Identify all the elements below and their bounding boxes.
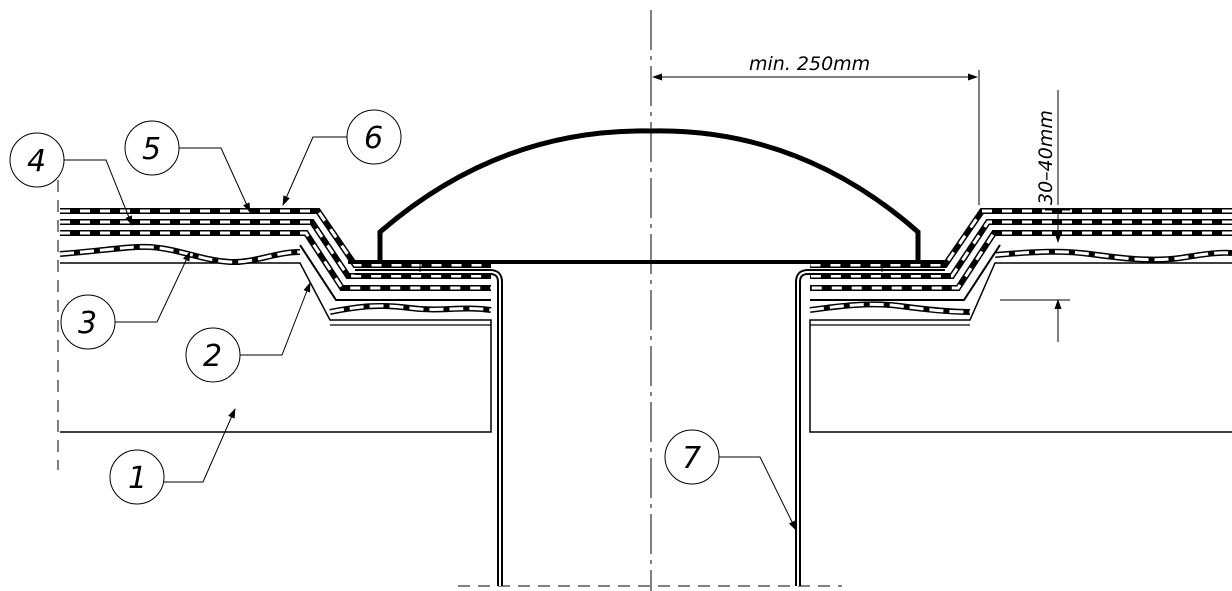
wavy-membrane-left: [59, 243, 301, 266]
dimension-horizontal: [652, 70, 980, 205]
callout-7: [664, 429, 797, 531]
vent-pipe-left-inner: [355, 271, 501, 586]
callout-1: [109, 408, 236, 505]
base-layer-right: [809, 262, 1232, 433]
callout-4-label: 4: [27, 144, 46, 179]
wavy-membrane-right-2-inner: [809, 302, 971, 314]
callout-4: [9, 132, 133, 226]
callout-5: [124, 120, 251, 213]
membrane-layers-left: [60, 208, 491, 301]
callout-5-label: 5: [142, 132, 161, 167]
dim-horizontal-label: min. 250mm: [749, 53, 870, 75]
wavy-membrane-left-2-inner: [329, 304, 492, 314]
vent-pipe-right: [795, 269, 945, 586]
callout-3: [60, 251, 191, 350]
callout-6-label: 6: [364, 121, 383, 156]
base-layer-left: [60, 262, 492, 433]
callout-1-label: 1: [128, 461, 147, 496]
dimension-vertical: [1000, 90, 1070, 342]
callout-7-label: 7: [682, 441, 701, 476]
callout-6: [282, 109, 402, 206]
vent-pipe-right-inner: [797, 271, 945, 586]
callout-2-label: 2: [203, 339, 222, 374]
membrane-layers-right: [810, 208, 1232, 301]
vent-cap: [377, 128, 921, 262]
vent-pipe-left: [355, 269, 503, 586]
callout-3-label: 3: [78, 306, 97, 341]
dim-vertical-label: 30–40mm: [1035, 110, 1057, 205]
callout-2: [185, 282, 311, 383]
wavy-membrane-right-inner: [994, 250, 1232, 262]
